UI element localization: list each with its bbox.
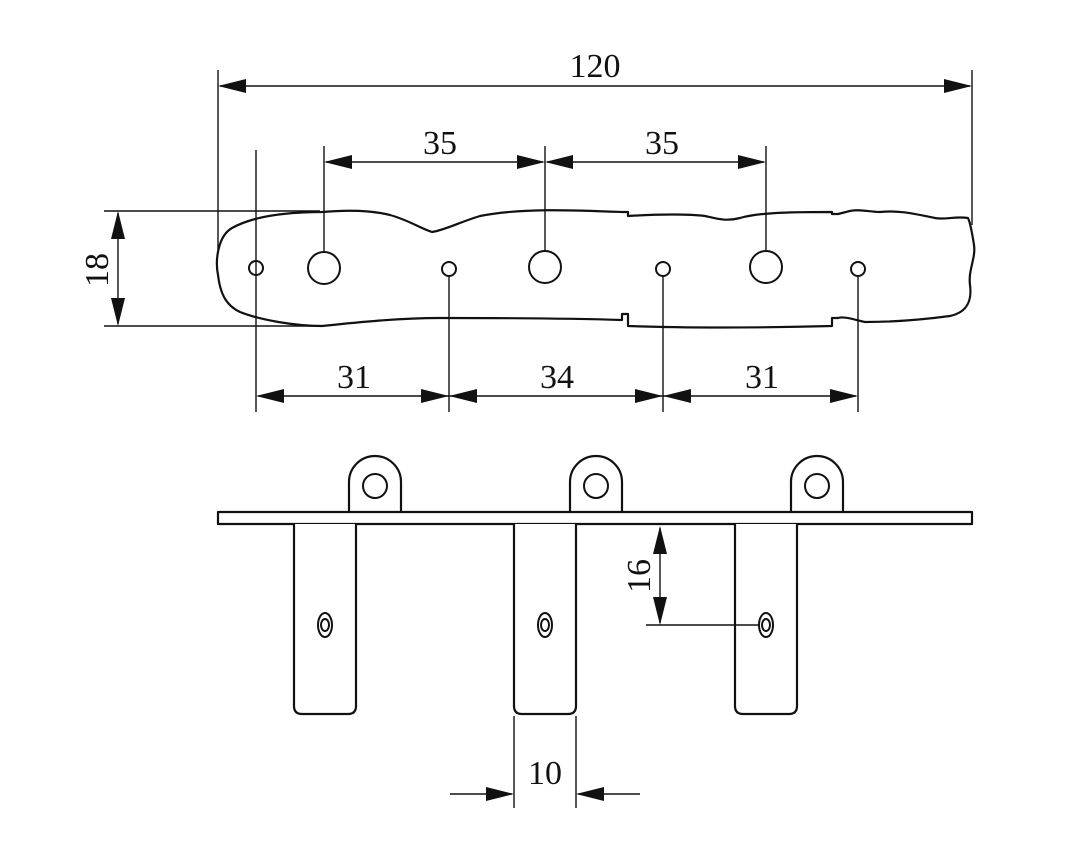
lug-3 — [789, 454, 845, 512]
tab-eye-3-inner — [761, 618, 771, 632]
arrow-31b-left — [663, 389, 691, 403]
arrow-35a-right — [517, 155, 545, 169]
dim-label-120: 120 — [570, 48, 621, 85]
dim-label-31-right: 31 — [745, 359, 779, 396]
lug-hole-3 — [804, 473, 830, 499]
dim-label-35-right: 35 — [645, 125, 679, 162]
arrow-35b-right — [738, 155, 766, 169]
dim-label-34: 34 — [540, 359, 574, 396]
tab-eye-1-inner — [320, 618, 330, 632]
front-view: 16 10 — [216, 454, 974, 808]
tab-eye-2 — [537, 612, 553, 638]
dim-label-31-left: 31 — [337, 359, 371, 396]
arrow-16-top — [653, 526, 667, 554]
arrow-18-bottom — [111, 298, 125, 326]
arrow-120-right — [944, 79, 972, 93]
arrow-10-left — [486, 787, 514, 801]
top-view: 120 35 35 18 31 34 31 — [79, 48, 976, 412]
lug-hole-2 — [583, 473, 609, 499]
arrow-18-top — [111, 211, 125, 239]
arrow-16-bottom — [653, 597, 667, 625]
dim-label-16: 16 — [621, 559, 658, 593]
base-plate — [216, 510, 974, 526]
tab-eye-1 — [317, 612, 333, 638]
arrow-120-left — [218, 79, 246, 93]
lug-hole-1 — [362, 473, 388, 499]
arrow-35b-left — [545, 155, 573, 169]
arrow-31b-right — [830, 389, 858, 403]
arrow-31a-right — [421, 389, 449, 403]
tab-eye-2-inner — [540, 618, 550, 632]
arrow-35a-left — [324, 155, 352, 169]
dim-label-18: 18 — [79, 253, 116, 287]
dim-label-35-left: 35 — [423, 125, 457, 162]
arrow-34-right — [635, 389, 663, 403]
arrow-31a-left — [256, 389, 284, 403]
arrow-34-left — [449, 389, 477, 403]
lug-1 — [347, 454, 403, 512]
strip-outline — [215, 209, 976, 329]
arrow-10-right — [576, 787, 604, 801]
lug-2 — [568, 454, 624, 512]
dim-label-10: 10 — [528, 755, 562, 792]
